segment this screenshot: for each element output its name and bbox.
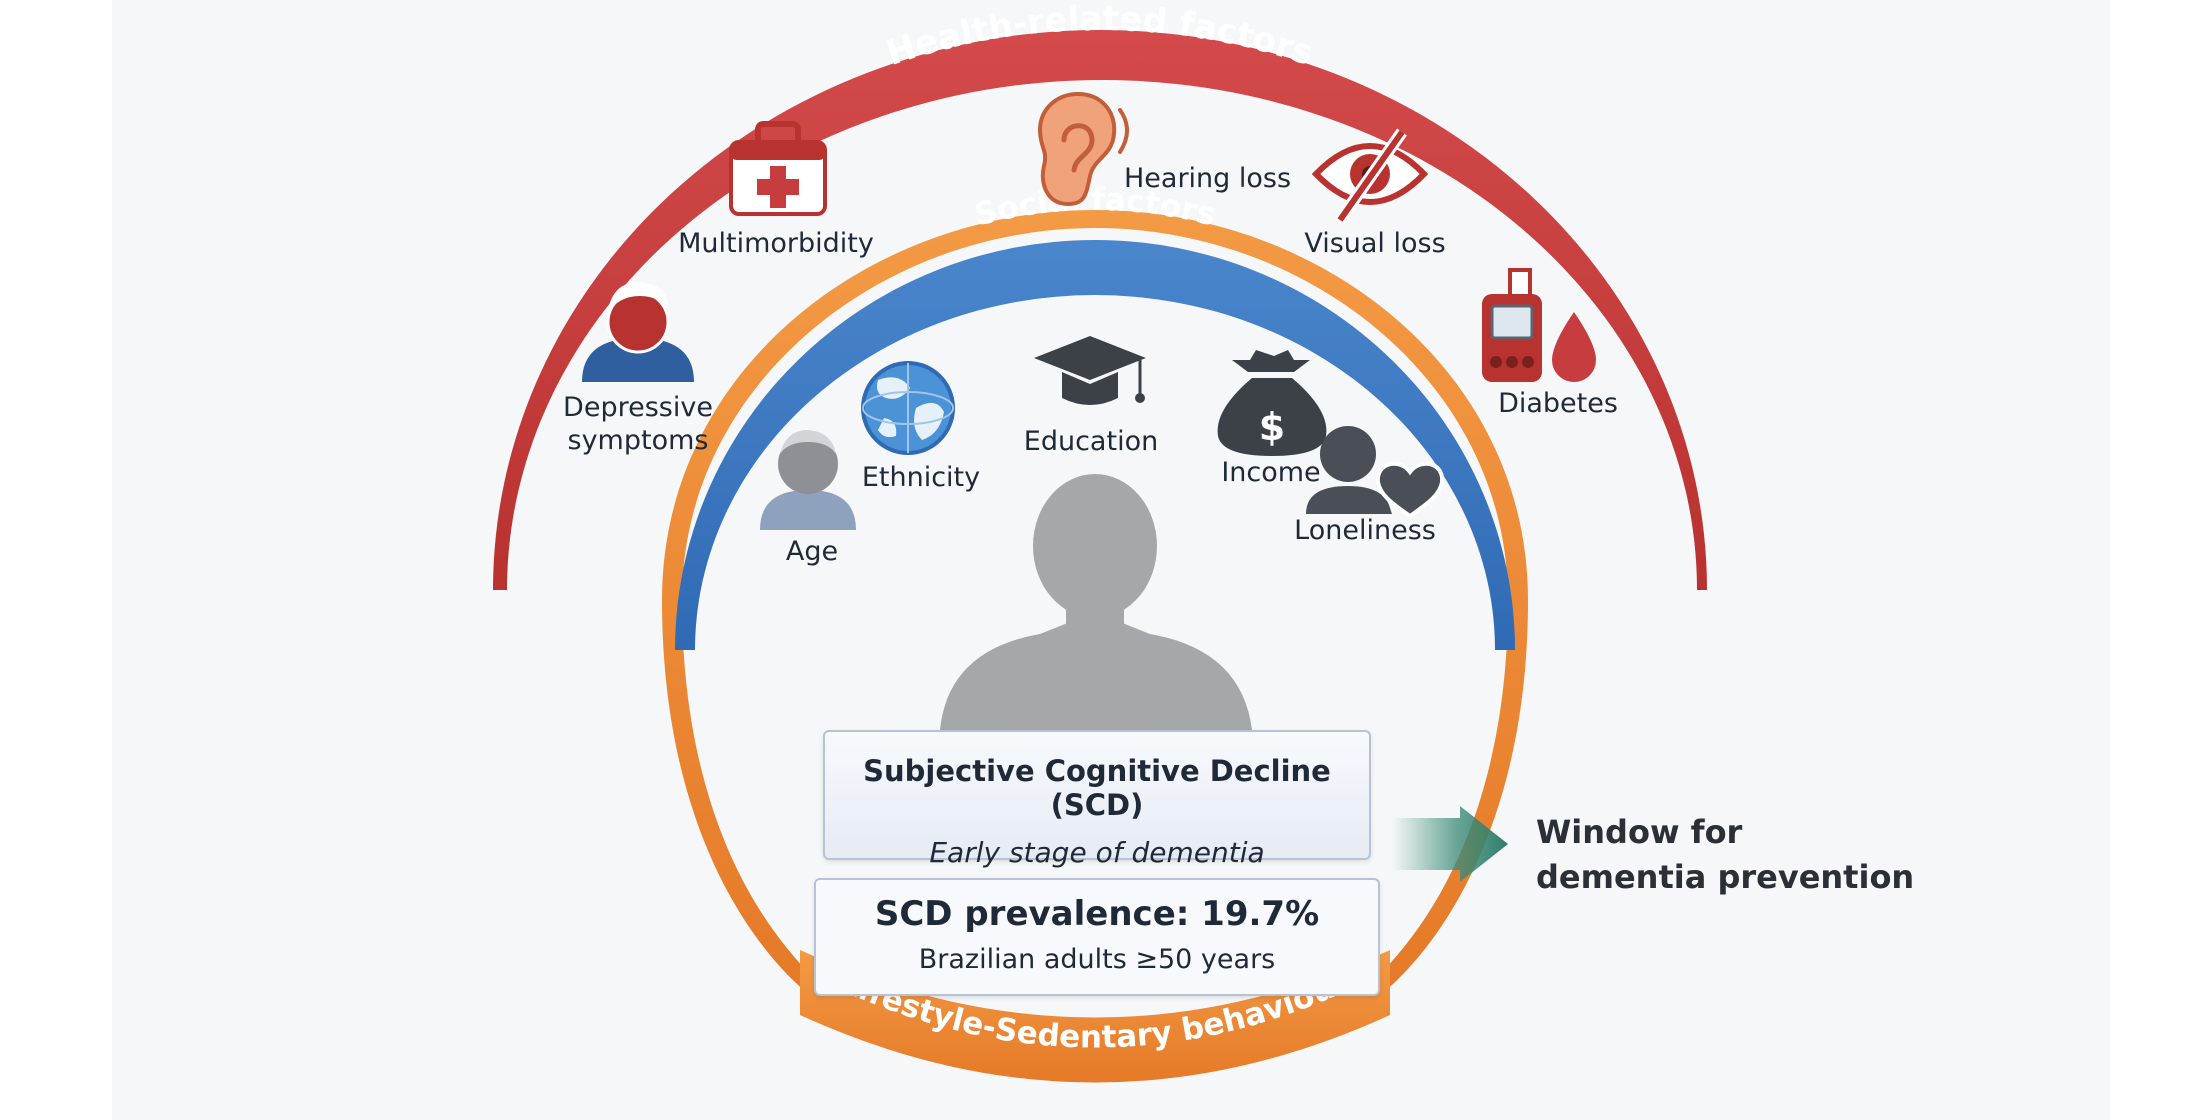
- prevalence-subtitle: Brazilian adults ≥50 years: [918, 944, 1276, 975]
- person-heart-icon: [1306, 426, 1445, 519]
- glucose-meter-icon: [1482, 268, 1596, 382]
- globe-icon: [861, 361, 955, 455]
- crossed-eye-icon: [1311, 128, 1429, 224]
- education-label: Education: [1023, 426, 1159, 457]
- prevalence-title: SCD prevalence: 19.7%: [874, 894, 1320, 934]
- scd-box: Subjective Cognitive Decline (SCD) Early…: [823, 730, 1371, 869]
- loneliness-label: Loneliness: [1294, 515, 1436, 546]
- person-icon: [582, 282, 694, 382]
- window-line-2: dementia prevention: [1536, 857, 1915, 896]
- elderly-person-icon: [760, 430, 856, 530]
- ear-icon: [1037, 91, 1129, 207]
- scd-subtitle: Early stage of dementia: [929, 836, 1265, 869]
- scd-title: Subjective Cognitive Decline (SCD): [863, 754, 1331, 822]
- prevention-arrow: [1392, 806, 1508, 882]
- prevalence-box: SCD prevalence: 19.7% Brazilian adults ≥…: [814, 878, 1380, 996]
- person-silhouette-icon: [940, 474, 1252, 730]
- window-for-prevention-text: Window for dementia prevention: [1536, 810, 1916, 900]
- ethnicity-label: Ethnicity: [861, 462, 981, 493]
- social-factors-arc: [675, 240, 1515, 650]
- multimorbidity-label: Multimorbidity: [678, 228, 874, 259]
- diabetes-label: Diabetes: [1498, 388, 1618, 419]
- window-line-1: Window for: [1536, 813, 1743, 851]
- lifestyle-banner: [800, 950, 1390, 1083]
- money-bag-icon: $: [1217, 350, 1327, 456]
- graduation-cap-icon: [1034, 336, 1146, 405]
- svg-text:$: $: [1259, 405, 1285, 449]
- first-aid-kit-icon: [729, 121, 827, 216]
- age-label: Age: [785, 536, 839, 567]
- visual-loss-label: Visual loss: [1304, 228, 1446, 259]
- hearing-loss-label: Hearing loss: [1124, 163, 1292, 194]
- lifestyle-ring: [662, 210, 1528, 995]
- income-label: Income: [1221, 457, 1321, 488]
- depressive-symptoms-label: Depressive symptoms: [563, 392, 713, 456]
